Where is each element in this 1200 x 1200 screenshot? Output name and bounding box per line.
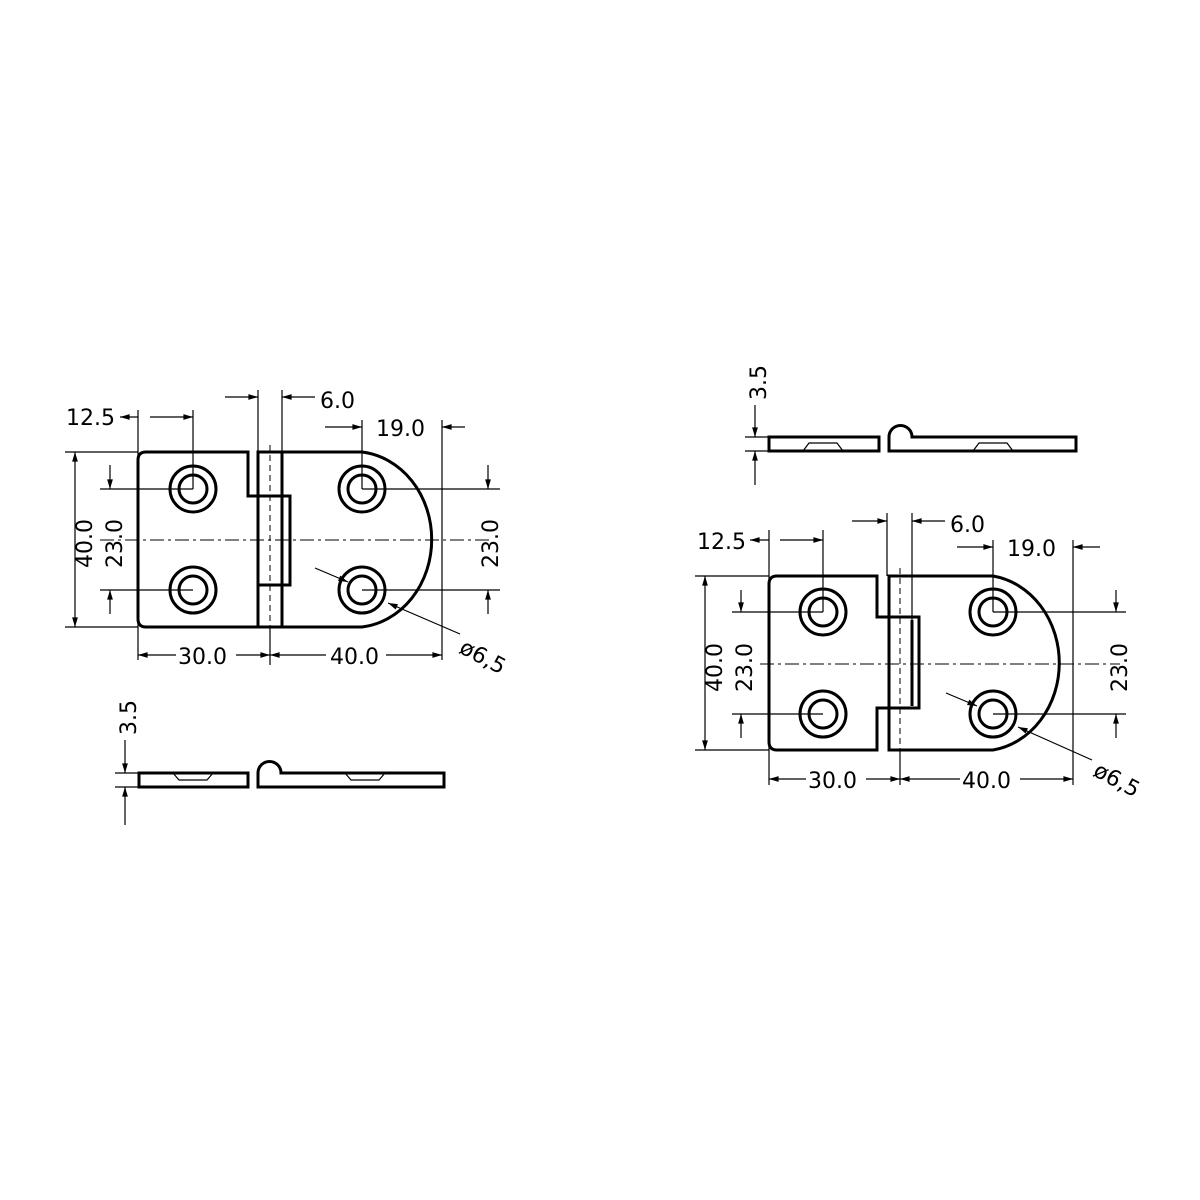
right-side-view: 3.5: [745, 365, 1078, 485]
dim-hole-spacing-right: 23.0: [1108, 643, 1133, 692]
dim-knuckle-width: 6.0: [950, 513, 985, 538]
label-bg: [960, 767, 1020, 791]
dim-hole-offset: 12.5: [66, 406, 115, 431]
dim-hole-to-edge: 19.0: [1007, 537, 1056, 562]
right-plan-view: 12.5 6.0 19.0 40.0 23.0 23.0 30.0 40.0 ø…: [695, 513, 1144, 803]
left-leaf-profile: [767, 435, 881, 453]
dim-thickness: 3.5: [117, 700, 142, 735]
label-bg: [806, 767, 866, 791]
dim-hole-diameter: ø6,5: [455, 635, 510, 680]
dim-hole-spacing-left: 23.0: [733, 643, 758, 692]
thickness-dim: [115, 740, 139, 825]
mounting-holes: [798, 587, 1018, 739]
dim-overall-height: 40.0: [703, 643, 728, 692]
label-bg: [326, 643, 386, 667]
left-plan-view: 12.5 6.0 19.0 40.0 23.0 23.0 30.0 40.0 ø…: [65, 389, 510, 680]
dim-left-leaf-width: 30.0: [808, 769, 857, 794]
dim-thickness: 3.5: [747, 365, 772, 400]
left-leaf-outline: [767, 574, 891, 752]
dim-knuckle-width: 6.0: [320, 389, 355, 414]
right-leaf-profile: [256, 760, 446, 789]
dimension-lines: [72, 394, 491, 658]
thickness-dim: [745, 405, 769, 485]
extension-lines: [65, 390, 500, 665]
dim-left-leaf-width: 30.0: [178, 645, 227, 670]
dim-hole-diameter: ø6,5: [1089, 758, 1144, 803]
dim-hole-offset: 12.5: [697, 530, 746, 555]
dim-overall-height: 40.0: [73, 519, 98, 568]
dim-right-leaf-width: 40.0: [962, 769, 1011, 794]
dim-hole-to-edge: 19.0: [376, 417, 425, 442]
left-side-view: 3.5: [115, 700, 446, 825]
dim-hole-spacing-left: 23.0: [103, 519, 128, 568]
right-leaf-outline: [887, 574, 1061, 752]
countersink-lines: [172, 772, 386, 781]
right-leaf-profile: [887, 424, 1078, 453]
dim-hole-spacing-right: 23.0: [479, 519, 504, 568]
countersink-lines: [802, 442, 1014, 452]
dim-right-leaf-width: 40.0: [330, 645, 379, 670]
right-leaf-outline: [256, 450, 434, 629]
extension-lines: [695, 513, 1126, 785]
label-bg: [176, 643, 236, 667]
